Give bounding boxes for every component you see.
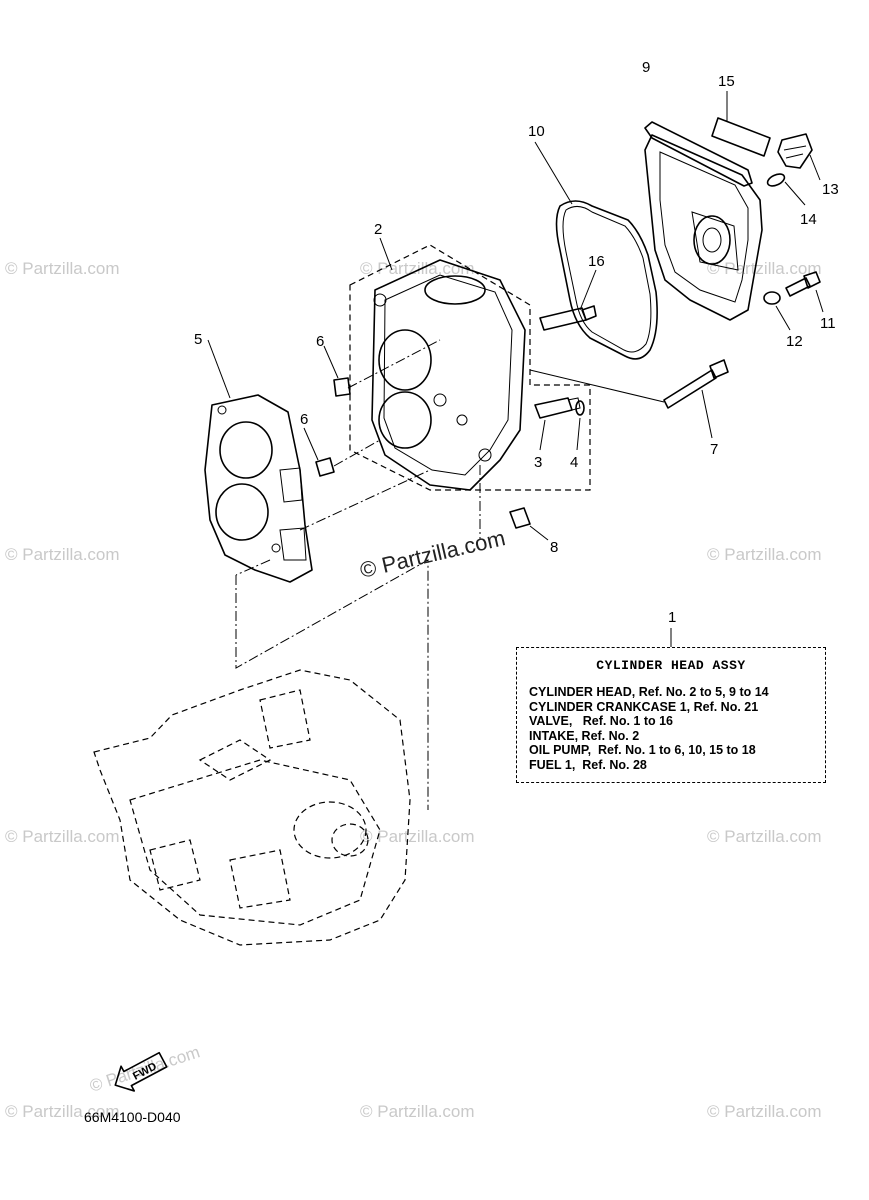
callout-15: 15 bbox=[718, 73, 735, 90]
washer bbox=[763, 291, 791, 331]
callout-14: 14 bbox=[800, 211, 817, 228]
legend-line: OIL PUMP, Ref. No. 1 to 6, 10, 15 to 18 bbox=[529, 743, 756, 757]
callout-5: 5 bbox=[194, 331, 202, 348]
small-bolt bbox=[479, 465, 549, 541]
watermark: © Partzilla.com bbox=[5, 827, 120, 846]
valve-part bbox=[534, 397, 581, 451]
legend-line: CYLINDER HEAD, Ref. No. 2 to 5, 9 to 14 bbox=[529, 685, 769, 699]
legend-line: INTAKE, Ref. No. 2 bbox=[529, 728, 640, 743]
watermark: © Partzilla.com bbox=[707, 545, 822, 564]
watermark: © Partzilla.com bbox=[360, 259, 475, 278]
cover-gasket bbox=[534, 141, 658, 360]
callout-12: 12 bbox=[786, 333, 803, 350]
callout-1: 1 bbox=[668, 609, 676, 626]
callout-6-upper: 6 bbox=[316, 333, 324, 350]
watermark: © Partzilla.com bbox=[5, 259, 120, 278]
watermark: © Partzilla.com bbox=[360, 827, 475, 846]
callout-11: 11 bbox=[820, 315, 836, 332]
center-watermark: © Partzilla.com bbox=[358, 525, 508, 583]
watermark: © Partzilla.com bbox=[707, 259, 822, 278]
callout-13: 13 bbox=[822, 181, 839, 198]
diagram-code: 66M4100-D040 bbox=[84, 1109, 181, 1125]
cylinder-head bbox=[349, 237, 591, 491]
legend-line: CYLINDER CRANKCASE 1, Ref. No. 21 bbox=[529, 699, 759, 714]
callout-3: 3 bbox=[534, 454, 542, 471]
callout-4: 4 bbox=[570, 454, 578, 471]
legend-title: CYLINDER HEAD ASSY bbox=[596, 658, 746, 673]
watermark: © Partzilla.com bbox=[5, 545, 120, 564]
head-bolt bbox=[529, 359, 729, 439]
watermark: © Partzilla.com bbox=[707, 1102, 822, 1121]
label-plate bbox=[711, 91, 771, 157]
watermark: © Partzilla.com bbox=[707, 827, 822, 846]
callout-16: 16 bbox=[588, 253, 605, 270]
callout-2: 2 bbox=[374, 221, 382, 238]
callout-8: 8 bbox=[550, 539, 558, 556]
o-ring bbox=[766, 173, 806, 206]
watermark: © Partzilla.com bbox=[360, 1102, 475, 1121]
filler-cap bbox=[777, 133, 821, 181]
legend-line: VALVE, Ref. No. 1 to 16 bbox=[529, 714, 674, 728]
dowel-pin-lower bbox=[303, 427, 335, 477]
callout-7: 7 bbox=[710, 441, 718, 458]
head-gasket bbox=[204, 339, 313, 583]
legend-lines: CYLINDER HEAD, Ref. No. 2 to 5, 9 to 14 … bbox=[529, 685, 769, 772]
callout-9: 9 bbox=[642, 59, 650, 76]
legend-box: CYLINDER HEAD ASSY CYLINDER HEAD, Ref. N… bbox=[516, 647, 826, 783]
cylinder-block bbox=[93, 669, 411, 946]
dowel-pin-upper bbox=[323, 345, 351, 397]
watermark: © Partzilla.com bbox=[5, 1102, 120, 1121]
callout-10: 10 bbox=[528, 123, 545, 140]
o-ring-small bbox=[575, 400, 585, 451]
callout-numbers: 9 15 10 13 14 2 16 11 5 6 12 6 7 3 4 8 1 bbox=[194, 59, 839, 626]
spark-plug bbox=[539, 269, 597, 331]
legend-line: FUEL 1, Ref. No. 28 bbox=[529, 757, 647, 772]
valve-cover bbox=[644, 121, 763, 321]
callout-6-lower: 6 bbox=[300, 411, 308, 428]
cover-bolt bbox=[785, 271, 824, 313]
